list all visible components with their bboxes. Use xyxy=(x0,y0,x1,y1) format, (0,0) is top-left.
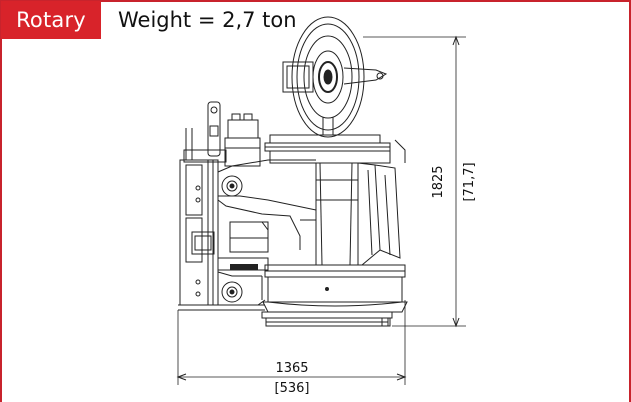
width-in-label: [536] xyxy=(275,381,310,396)
width-mm-label: 1365 xyxy=(275,361,308,376)
width-dimension xyxy=(176,300,407,385)
category-tag: Rotary xyxy=(1,1,101,39)
central-column xyxy=(315,162,401,266)
turntable-base xyxy=(261,264,408,327)
side-frame xyxy=(179,159,219,306)
top-platform xyxy=(264,134,406,164)
lower-arm xyxy=(217,257,269,306)
weight-label: Weight = 2,7 ton xyxy=(118,8,297,32)
upper-arm xyxy=(217,159,317,253)
height-dimension xyxy=(363,35,466,328)
hydraulic-module xyxy=(183,101,261,167)
height-in-label: [71,7] xyxy=(462,162,477,201)
height-mm-label: 1825 xyxy=(431,165,446,198)
cable-drum xyxy=(282,16,388,138)
